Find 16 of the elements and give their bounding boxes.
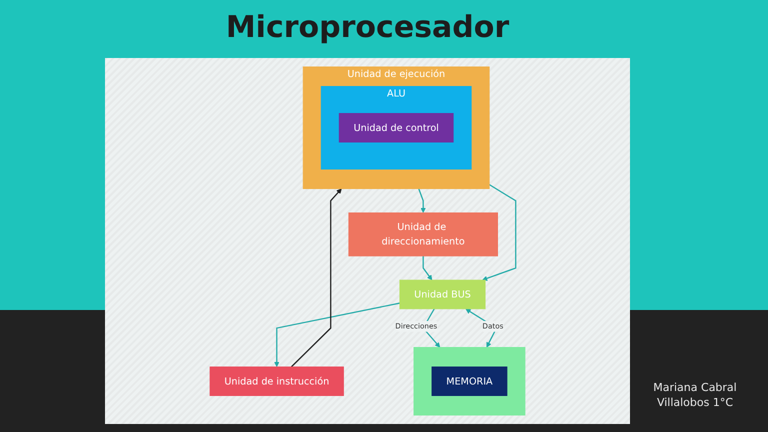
node-box (338, 113, 454, 142)
title: Microprocesador (224, 10, 510, 45)
node-box (432, 366, 508, 396)
arrow (482, 184, 516, 281)
arrow (290, 188, 342, 368)
cluster (414, 347, 526, 416)
arrow (422, 256, 432, 280)
arrow (418, 188, 426, 213)
author-credit: Mariana Cabral Villalobos 1°C (652, 380, 738, 410)
cluster (320, 86, 472, 170)
arrow (274, 302, 400, 368)
node-box (348, 212, 498, 256)
node-box (399, 280, 486, 310)
arrow (466, 308, 498, 348)
cluster (302, 66, 490, 190)
node-box (210, 366, 344, 396)
